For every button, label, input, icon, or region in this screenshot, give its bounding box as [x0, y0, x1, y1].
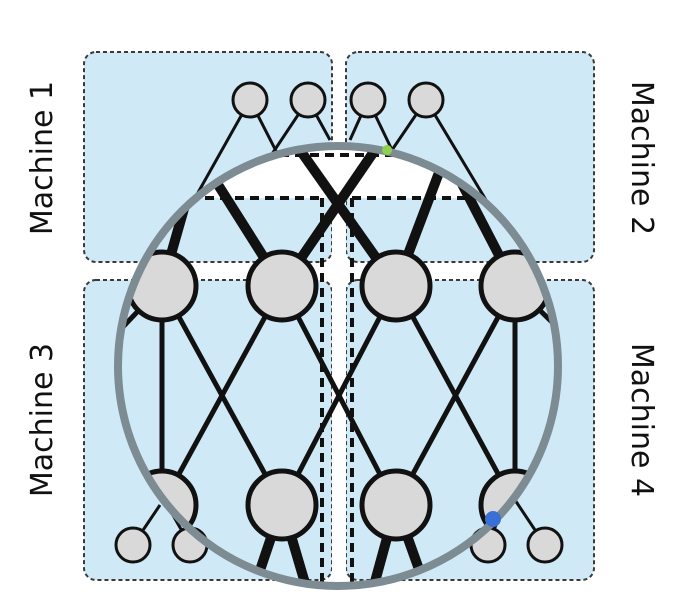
magnifier-ring	[114, 142, 562, 590]
small-node	[407, 81, 445, 119]
neuron-node	[245, 468, 319, 542]
machine-3-label: Machine 3	[25, 343, 60, 497]
marker-dot-blue	[485, 511, 501, 527]
machine-2-label: Machine 2	[624, 81, 659, 235]
small-node	[349, 81, 387, 119]
machine-2-region	[345, 51, 595, 263]
machine-1-label: Machine 1	[25, 81, 60, 235]
neuron-node	[125, 249, 199, 323]
machine-4-label: Machine 4	[624, 343, 659, 497]
small-node	[231, 81, 269, 119]
neuron-node	[359, 249, 433, 323]
neuron-node	[359, 468, 433, 542]
neuron-node	[245, 249, 319, 323]
marker-dot-green	[382, 145, 392, 155]
small-node	[289, 81, 327, 119]
small-node	[526, 526, 564, 564]
machine-1-region	[83, 51, 333, 263]
small-node	[114, 526, 152, 564]
